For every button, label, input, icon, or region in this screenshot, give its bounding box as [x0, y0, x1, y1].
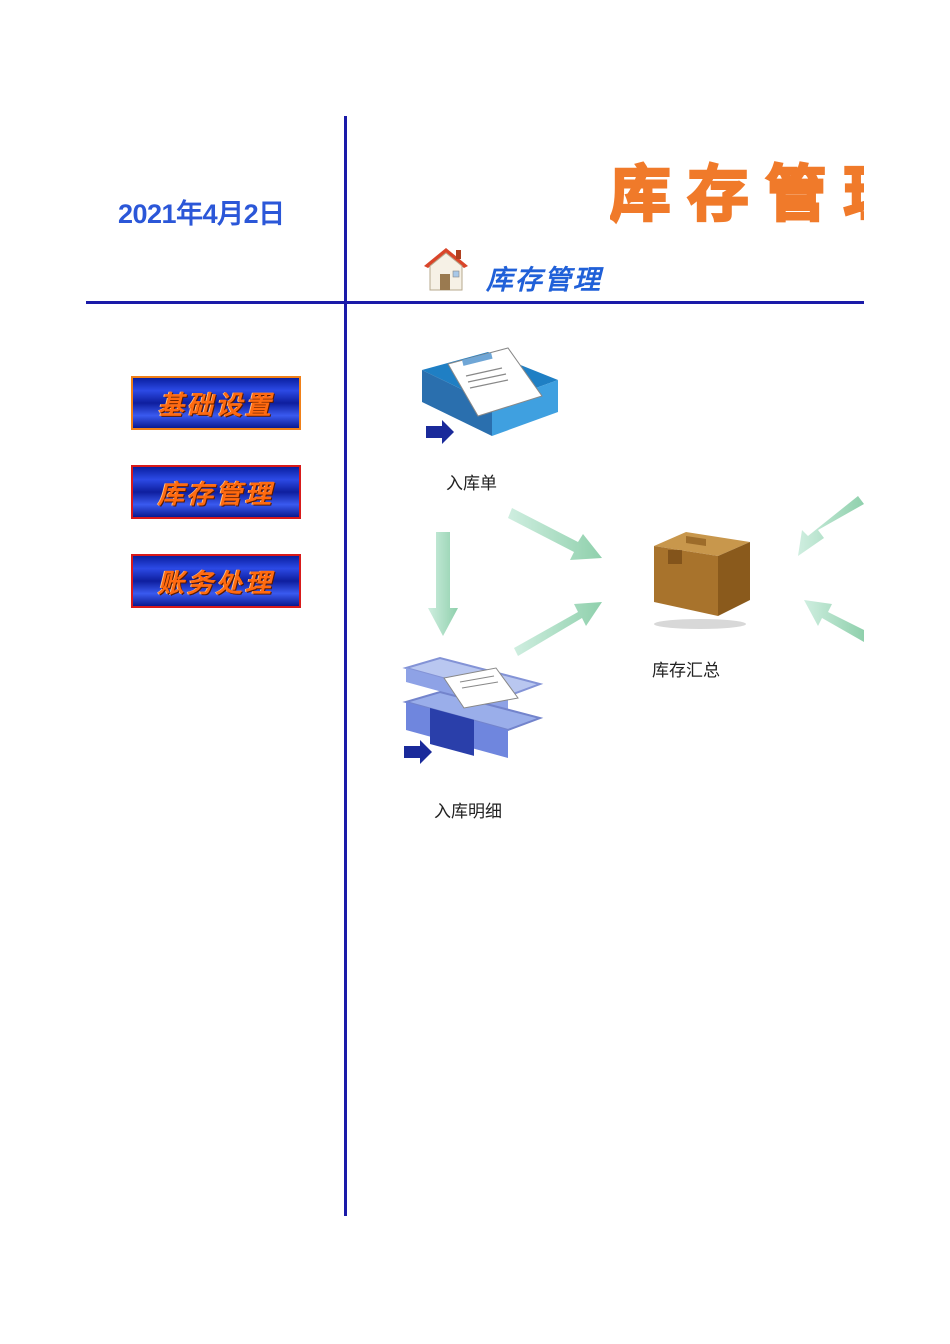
vertical-divider	[344, 116, 347, 1216]
box-icon[interactable]	[650, 528, 754, 632]
nav-inventory-button[interactable]: 库存管理	[131, 465, 301, 519]
current-date: 2021年4月2日	[118, 199, 285, 229]
horizontal-divider	[86, 301, 864, 304]
binder-icon[interactable]	[418, 340, 562, 450]
arrow-left-up-icon	[804, 600, 864, 642]
section-title: 库存管理	[486, 265, 602, 296]
stock-in-form-label[interactable]: 入库单	[446, 474, 497, 494]
stock-summary-label[interactable]: 库存汇总	[652, 661, 720, 681]
arrow-right-up-icon	[514, 602, 602, 656]
home-icon[interactable]	[418, 244, 474, 292]
page-title: 库存管理	[610, 159, 864, 232]
tray-icon[interactable]	[400, 648, 550, 772]
nav-basic-settings-button[interactable]: 基础设置	[131, 376, 301, 430]
arrow-down-icon	[428, 532, 458, 636]
arrow-left-down-icon	[798, 496, 864, 556]
arrow-right-down-icon	[508, 508, 602, 560]
flow-arrows	[428, 496, 864, 656]
stock-in-detail-label[interactable]: 入库明细	[434, 802, 502, 822]
nav-accounting-button[interactable]: 账务处理	[131, 554, 301, 608]
